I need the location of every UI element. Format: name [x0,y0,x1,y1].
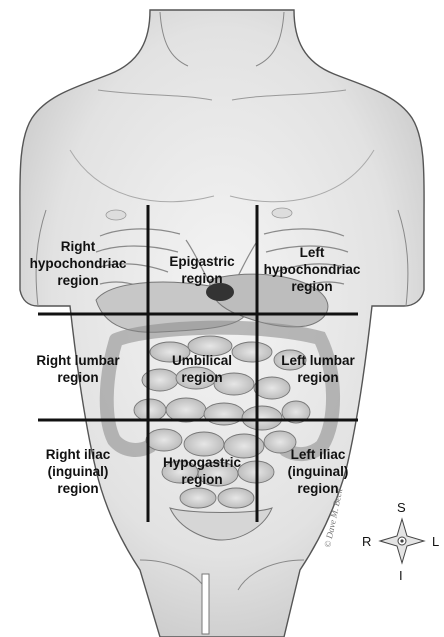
compass-rose-icon [378,517,426,565]
compass-inferior-label: I [399,568,403,583]
hypogastric-label: Hypogastric region [162,455,242,487]
left-lumbar-label: Left lumbar region [281,353,355,385]
right-lumbar-label: Right lumbar region [36,353,120,385]
compass-right-label: R [362,534,372,549]
right-hypochondriac-label: Right hypochondriac region [29,239,127,288]
small-intestine [133,335,311,509]
large-intestine [99,320,341,462]
left-hypochondriac-label: Left hypochondriac region [263,245,361,294]
compass-left-label: L [432,534,440,549]
epigastric-label: Epigastric region [169,254,235,286]
right-iliac-label: Right iliac (inguinal) region [45,447,111,496]
region-grid [38,205,358,522]
umbilical-label: Umbilical region [171,353,233,385]
compass-superior-label: S [397,500,406,515]
left-iliac-label: Left iliac (inguinal) region [287,447,349,496]
bladder [169,507,273,541]
